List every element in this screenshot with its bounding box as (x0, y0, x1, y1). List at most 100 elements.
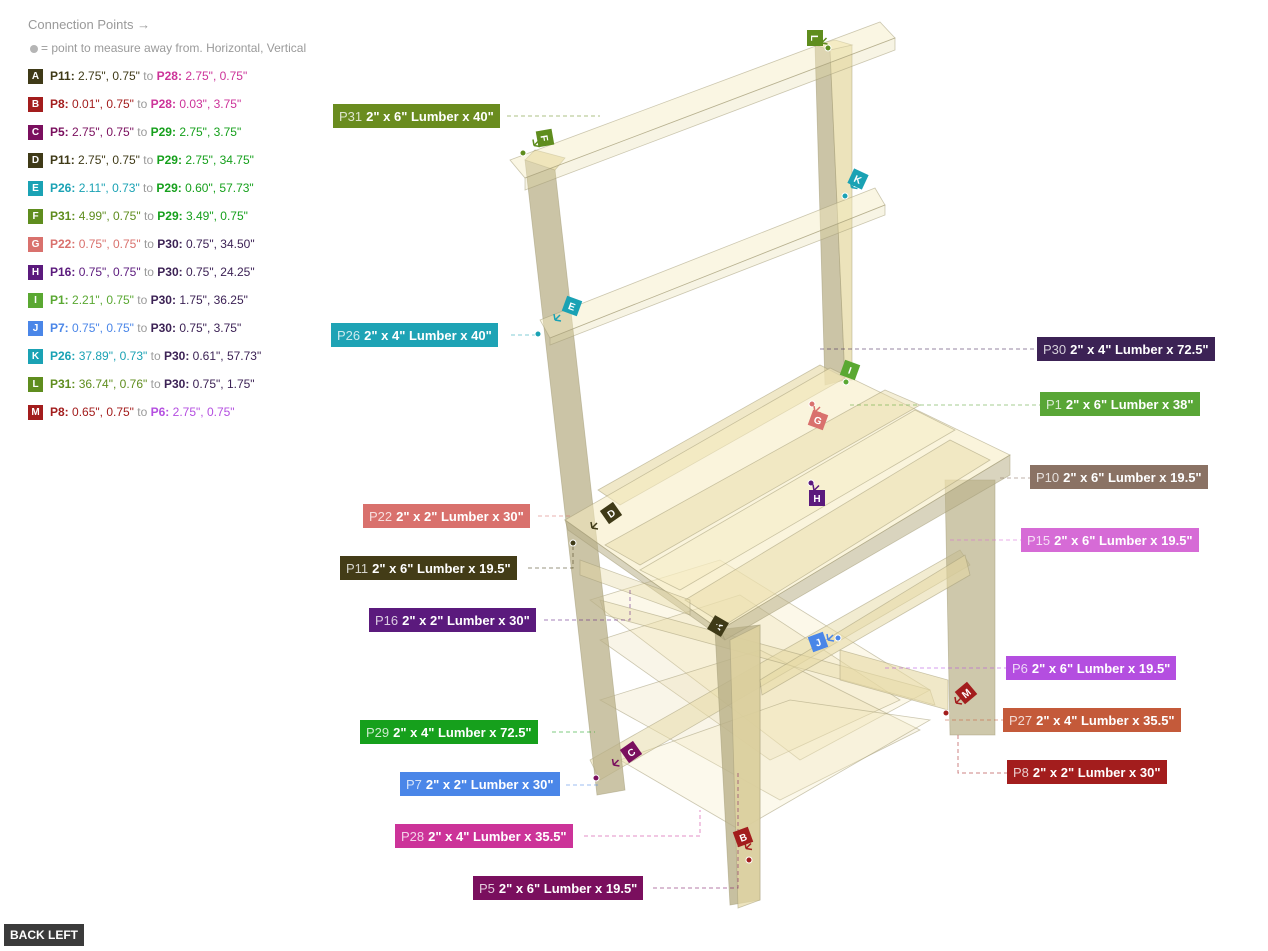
to-part: P29: (157, 209, 183, 223)
from-value: 0.65", 0.75" (72, 405, 134, 419)
connection-marker-a[interactable]: A (707, 615, 729, 637)
measure-point-dot (824, 44, 832, 52)
part-name: 2" x 4" Lumber x 40" (364, 327, 492, 343)
part-name: 2" x 2" Lumber x 30" (1032, 764, 1161, 780)
from-part: P1: (50, 293, 69, 307)
connection-marker-i[interactable]: I (839, 359, 861, 386)
arrow-icon (813, 405, 822, 414)
connection-marker-f[interactable]: F (519, 128, 555, 157)
part-name: 2" x 4" Lumber x 72.5" (1070, 341, 1209, 357)
from-part: P26: (50, 181, 76, 195)
to-part: P30: (150, 293, 176, 307)
connection-badge: B (28, 97, 43, 112)
connection-marker-e[interactable]: E (534, 295, 583, 338)
to-separator: to (133, 97, 151, 111)
from-value: 0.75", 0.75" (72, 321, 134, 335)
measure-point-dot (834, 634, 842, 642)
to-separator: to (133, 293, 151, 307)
arrow-icon (954, 696, 963, 705)
measure-point-dot (808, 400, 816, 408)
part-id: P28 (401, 828, 425, 844)
part-name: 2" x 6" Lumber x 19.5" (1063, 469, 1202, 485)
from-part: P31: (50, 209, 76, 223)
marker-letter: K (852, 174, 864, 187)
from-value: 0.75", 0.75" (78, 237, 141, 251)
arrow-icon (849, 181, 858, 190)
connection-badge: E (28, 181, 43, 196)
part-name: 2" x 2" Lumber x 30" (425, 776, 554, 792)
to-part: P6: (150, 405, 170, 419)
connection-marker-c[interactable]: C (592, 740, 643, 782)
connection-marker-h[interactable]: H (807, 479, 825, 506)
connection-marker-j[interactable]: J (807, 631, 842, 653)
connection-marker-l[interactable]: L (807, 30, 832, 52)
connection-badge: L (28, 377, 43, 392)
connection-points-title[interactable]: Connection Points → (28, 17, 151, 32)
marker-tag (732, 826, 754, 848)
connection-marker-d[interactable]: D (569, 501, 623, 547)
arrow-icon (714, 620, 723, 629)
part-id: P10 (1036, 469, 1060, 485)
connection-marker-g[interactable]: G (807, 400, 829, 431)
to-value: 2.75", 34.75" (185, 153, 254, 167)
back-left-leg (524, 159, 626, 796)
connection-marker-b[interactable]: B (732, 826, 754, 864)
from-part: P11: (50, 153, 75, 167)
arrow-icon (812, 484, 821, 493)
back-left-button[interactable]: BACK LEFT (4, 924, 84, 946)
marker-letter: A (713, 621, 726, 633)
leader-line-p28 (584, 810, 701, 837)
to-part: P30: (163, 377, 190, 391)
from-value: 0.75", 0.75" (78, 265, 141, 279)
from-part: P26: (50, 349, 76, 363)
connection-marker-m[interactable]: M (942, 681, 978, 717)
measure-point-dot (942, 709, 950, 717)
connection-badge: D (28, 153, 43, 168)
part-name: 2" x 6" Lumber x 19.5" (1031, 660, 1171, 676)
arrow-icon (744, 842, 753, 851)
to-part: P30: (157, 265, 183, 279)
arrow-icon (532, 139, 541, 148)
measure-note: = point to measure away from. Horizontal… (30, 41, 306, 55)
marker-letter: L (808, 35, 819, 41)
measure-point-dot (569, 539, 577, 547)
connection-marker-k[interactable]: K (841, 168, 869, 200)
measure-note-text: = point to measure away from. Horizontal… (41, 41, 307, 55)
part-name: 2" x 2" Lumber x 30" (396, 508, 524, 524)
connection-badge: I (28, 293, 43, 308)
to-value: 0.61", 57.73" (192, 349, 262, 363)
part-id: P15 (1027, 532, 1051, 548)
measure-point-dot (841, 192, 849, 200)
measure-point-dot (842, 378, 850, 386)
